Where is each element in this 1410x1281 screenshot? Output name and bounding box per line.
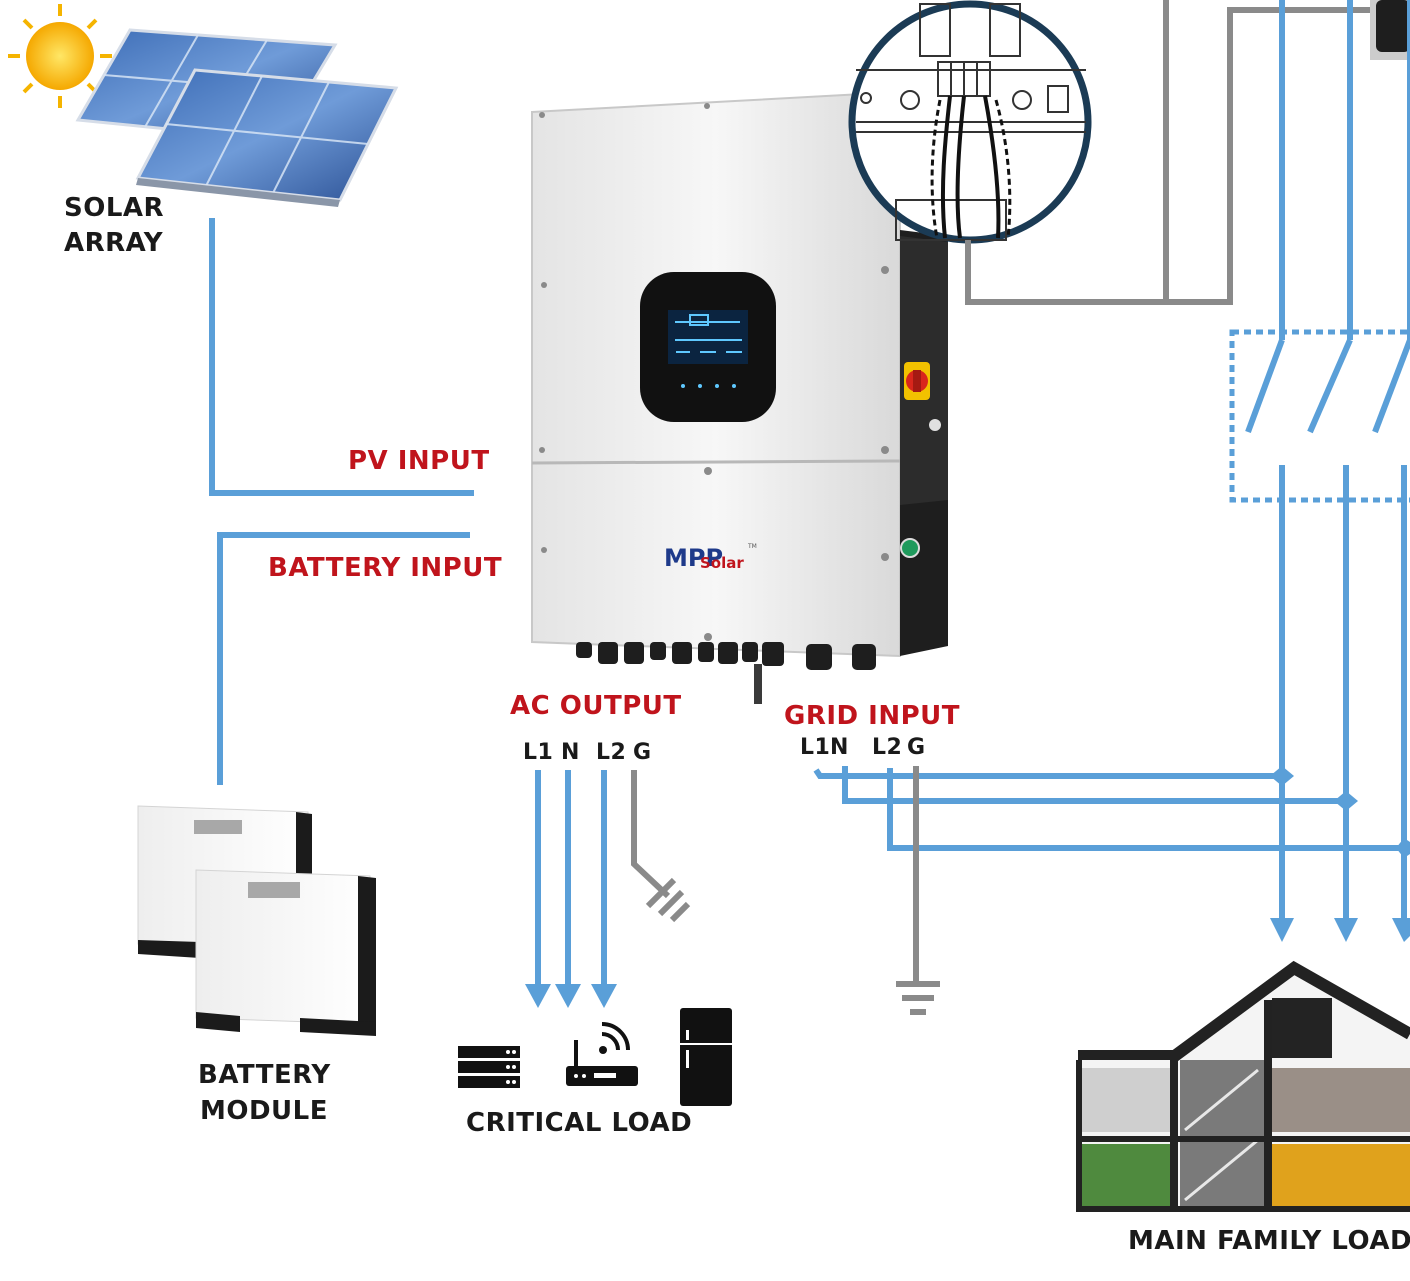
battery-module-label-line1: BATTERY: [198, 1060, 331, 1090]
ac-ground: [631, 770, 691, 923]
power-button-icon: [900, 538, 920, 558]
grid-input-label: GRID INPUT: [784, 701, 961, 731]
solar-array-label-line1: SOLAR: [64, 193, 165, 223]
main-load-arrows: [1270, 918, 1410, 942]
main-family-load-label: MAIN FAMILY LOAD: [1128, 1226, 1410, 1256]
inverter-knob-icon: [929, 419, 941, 431]
grid-terminal-l2: L2: [872, 735, 903, 760]
ac-output-label: AC OUTPUT: [510, 691, 682, 721]
dc-disconnect-switch-icon: [904, 362, 930, 400]
cable-glands: [576, 642, 876, 704]
grid-junction-dots: [1270, 766, 1410, 858]
ac-terminal-n: N: [561, 740, 580, 765]
grid-ground: [896, 766, 940, 1015]
critical-load-label: CRITICAL LOAD: [466, 1108, 693, 1138]
grid-terminal-g: G: [907, 735, 926, 760]
inverter: MPP Solar TM: [531, 90, 948, 704]
battery-input-wire: [217, 532, 470, 785]
grey-control-wiring: [965, 0, 1370, 305]
house-icon: [1076, 960, 1410, 1212]
ac-terminal-g: G: [633, 740, 652, 765]
refrigerator-icon: [680, 1008, 732, 1106]
svg-text:TM: TM: [747, 543, 757, 550]
inverter-screws: [539, 103, 889, 641]
pv-input-wire: [209, 218, 474, 496]
solar-array-label-line2: ARRAY: [64, 228, 164, 258]
grid-terminal-n: N: [830, 735, 849, 760]
brand-logo: MPP Solar TM: [664, 543, 757, 572]
sun-icon: [8, 4, 112, 108]
solar-array: [8, 4, 399, 207]
battery-input-label: BATTERY INPUT: [268, 553, 503, 583]
battery-module-label-line2: MODULE: [200, 1096, 328, 1126]
grid-input-wires: [813, 766, 1410, 851]
main-load-feed: [1279, 465, 1407, 920]
meter-device-icon: [1370, 0, 1410, 60]
server-icon: [458, 1046, 520, 1088]
main-breaker: [1229, 0, 1410, 503]
solar-panel-front: [135, 68, 399, 207]
ac-terminal-l2: L2: [596, 740, 627, 765]
pv-input-label: PV INPUT: [348, 446, 490, 476]
grid-terminal-l1: L1: [800, 735, 831, 760]
svg-text:Solar: Solar: [700, 554, 744, 572]
ac-terminal-l1: L1: [523, 740, 554, 765]
terminal-zoom-inset: [848, 0, 1092, 244]
ac-output-wires: [535, 770, 607, 990]
ac-output-arrows: [525, 984, 617, 1008]
svg-text:MPP: MPP: [664, 544, 723, 572]
battery-module-front: [195, 869, 376, 1036]
inverter-display: [640, 272, 776, 422]
router-icon: [566, 1022, 638, 1086]
